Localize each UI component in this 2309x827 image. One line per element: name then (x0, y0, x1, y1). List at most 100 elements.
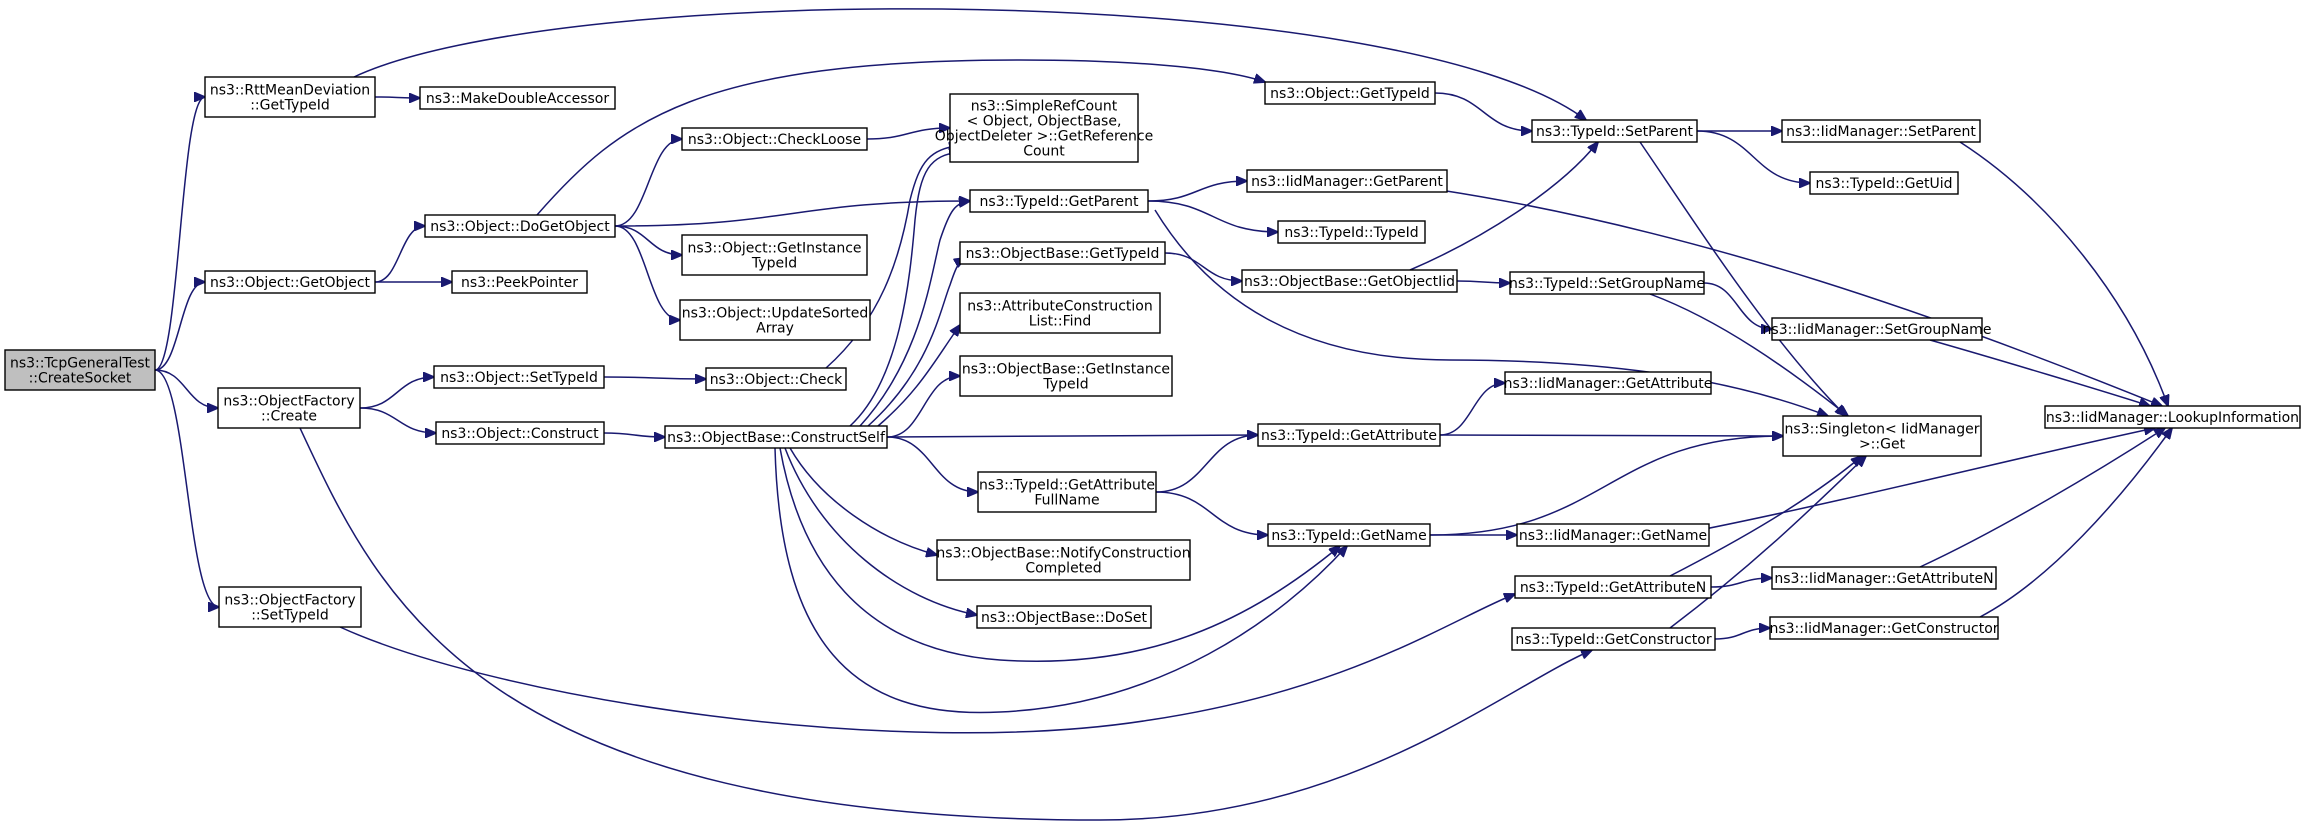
node-obnotify[interactable]: ns3::ObjectBase::NotifyConstructionCompl… (936, 539, 1191, 581)
node-label: ns3::IidManager::SetParent (1786, 124, 1976, 140)
node-label: ns3::TypeId::SetParent (1536, 124, 1693, 140)
node-singleton[interactable]: ns3::Singleton< IidManager>::Get (1782, 415, 1982, 457)
node-box[interactable] (1509, 271, 1705, 295)
node-obdoset[interactable]: ns3::ObjectBase::DoSet (976, 605, 1152, 629)
node-box[interactable] (451, 270, 588, 294)
node-iidgetattrn[interactable]: ns3::IidManager::GetAttributeN (1771, 566, 1997, 590)
node-simpleref[interactable]: ns3::SimpleRefCount< Object, ObjectBase,… (935, 93, 1153, 163)
node-obgettypeid[interactable]: ns3::ObjectBase::GetTypeId (959, 241, 1166, 265)
node-box[interactable] (1769, 616, 1999, 640)
node-ofsettypeid[interactable]: ns3::ObjectFactory::SetTypeId (218, 586, 362, 628)
node-label: ns3::TypeId::GetAttribute (1261, 428, 1437, 444)
node-box[interactable] (435, 421, 605, 445)
node-box[interactable] (4, 349, 156, 391)
edge-tidgetparent-to-tidtypeid (1147, 200, 1278, 232)
node-box[interactable] (1809, 171, 1959, 195)
node-iidgetattr[interactable]: ns3::IidManager::GetAttribute (1504, 371, 1713, 395)
node-dogetobj[interactable]: ns3::Object::DoGetObject (424, 214, 616, 238)
node-box[interactable] (969, 189, 1149, 213)
node-box[interactable] (1246, 169, 1448, 193)
node-settypeid[interactable]: ns3::Object::SetTypeId (433, 365, 605, 389)
node-box[interactable] (1257, 423, 1441, 447)
node-box[interactable] (681, 127, 868, 151)
node-peek[interactable]: ns3::PeekPointer (451, 270, 588, 294)
node-checkloose[interactable]: ns3::Object::CheckLoose (681, 127, 868, 151)
node-tidgetattr[interactable]: ns3::TypeId::GetAttribute (1257, 423, 1441, 447)
node-label: ns3::ObjectBase::ConstructSelf (667, 430, 886, 446)
node-box[interactable] (1514, 575, 1712, 599)
node-iidsetparent[interactable]: ns3::IidManager::SetParent (1781, 119, 1981, 143)
node-label: List::Find (1029, 314, 1092, 330)
node-box[interactable] (433, 365, 605, 389)
node-tidgetparent[interactable]: ns3::TypeId::GetParent (969, 189, 1149, 213)
node-box[interactable] (959, 355, 1173, 397)
node-tidgetname[interactable]: ns3::TypeId::GetName (1267, 523, 1431, 547)
node-box[interactable] (1277, 220, 1426, 244)
node-constructself[interactable]: ns3::ObjectBase::ConstructSelf (664, 425, 888, 449)
node-tidgetctor[interactable]: ns3::TypeId::GetConstructor (1511, 627, 1716, 651)
node-root[interactable]: ns3::TcpGeneralTest::CreateSocket (4, 349, 156, 391)
node-box[interactable] (976, 605, 1152, 629)
node-box[interactable] (664, 425, 888, 449)
node-iidgetname[interactable]: ns3::IidManager::GetName (1516, 523, 1710, 547)
node-box[interactable] (204, 76, 376, 118)
node-tidsetparent[interactable]: ns3::TypeId::SetParent (1531, 119, 1698, 143)
node-box[interactable] (949, 93, 1139, 163)
node-box[interactable] (936, 539, 1191, 581)
edge-tidgetname-to-singleton (1429, 436, 1783, 536)
node-iidgetparent[interactable]: ns3::IidManager::GetParent (1246, 169, 1448, 193)
node-box[interactable] (1782, 415, 1982, 457)
node-rtt[interactable]: ns3::RttMeanDeviation::GetTypeId (204, 76, 376, 118)
node-box[interactable] (204, 270, 376, 294)
node-tidgetattrn[interactable]: ns3::TypeId::GetAttributeN (1514, 575, 1712, 599)
node-ofcreate[interactable]: ns3::ObjectFactory::Create (217, 387, 361, 429)
node-box[interactable] (1771, 566, 1997, 590)
node-box[interactable] (419, 86, 616, 110)
edge-dogetobj-to-getinsttid (614, 225, 682, 255)
node-box[interactable] (1531, 119, 1698, 143)
node-box[interactable] (1241, 269, 1458, 293)
node-check[interactable]: ns3::Object::Check (705, 367, 847, 391)
node-box[interactable] (681, 234, 868, 276)
node-box[interactable] (1511, 627, 1716, 651)
node-tidsetgroup[interactable]: ns3::TypeId::SetGroupName (1509, 271, 1705, 295)
node-label: ns3::Object::Construct (441, 426, 599, 442)
node-box[interactable] (2044, 405, 2301, 429)
node-label: Completed (1025, 561, 1101, 577)
node-iidgetctor[interactable]: ns3::IidManager::GetConstructor (1769, 616, 1999, 640)
node-box[interactable] (1267, 523, 1431, 547)
node-label: ns3::IidManager::LookupInformation (2046, 410, 2299, 426)
node-iidsetgroup[interactable]: ns3::IidManager::SetGroupName (1763, 317, 1992, 341)
node-tidtypeid[interactable]: ns3::TypeId::TypeId (1277, 220, 1426, 244)
node-construct[interactable]: ns3::Object::Construct (435, 421, 605, 445)
node-objgettypeid[interactable]: ns3::Object::GetTypeId (1264, 81, 1436, 105)
node-box[interactable] (1264, 81, 1436, 105)
node-lookup[interactable]: ns3::IidManager::LookupInformation (2044, 405, 2301, 429)
node-label: ns3::ObjectBase::GetTypeId (966, 246, 1160, 262)
node-mda[interactable]: ns3::MakeDoubleAccessor (419, 86, 616, 110)
node-box[interactable] (218, 586, 362, 628)
node-box[interactable] (977, 471, 1157, 513)
node-box[interactable] (424, 214, 616, 238)
node-tidgetuid[interactable]: ns3::TypeId::GetUid (1809, 171, 1959, 195)
node-box[interactable] (1516, 523, 1710, 547)
node-box[interactable] (679, 299, 871, 341)
edge-tidgetctor-to-singleton (1669, 456, 1866, 629)
edge-iidgetctor-to-lookup (1979, 428, 2172, 618)
edge-checkloose-to-simpleref (866, 128, 950, 140)
edge-rtt-to-mda (374, 97, 420, 98)
node-box[interactable] (1504, 371, 1712, 395)
node-box[interactable] (959, 292, 1161, 334)
node-box[interactable] (705, 367, 847, 391)
node-box[interactable] (1771, 317, 1983, 341)
node-getobj[interactable]: ns3::Object::GetObject (204, 270, 376, 294)
node-box[interactable] (959, 241, 1166, 265)
node-obgetobjiid[interactable]: ns3::ObjectBase::GetObjectIid (1241, 269, 1458, 293)
node-box[interactable] (1781, 119, 1981, 143)
node-box[interactable] (217, 387, 361, 429)
